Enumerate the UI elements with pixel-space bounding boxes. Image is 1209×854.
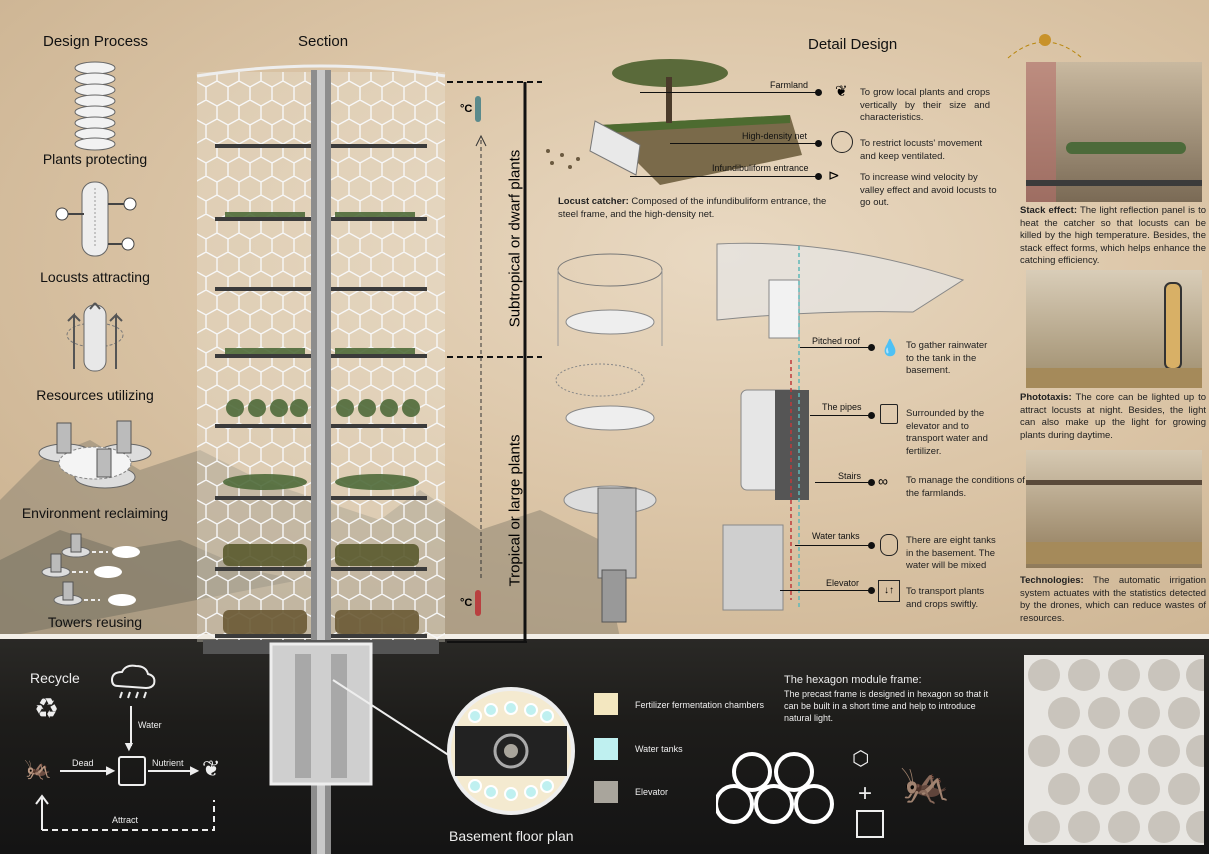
fertilizer-bag-icon — [118, 756, 146, 786]
legend-label: Elevator — [635, 787, 669, 797]
hexagon-frame-photo — [1024, 655, 1204, 845]
fertilizer-bag-icon — [880, 404, 898, 424]
callout-tag: Elevator — [826, 578, 860, 588]
callout-desc: There are eight tanks in the basement. T… — [906, 535, 996, 571]
callout-tag: Farmland — [770, 80, 809, 90]
attract-label: Attract — [112, 815, 139, 825]
section-heading: Section — [298, 33, 349, 50]
legend-label: Water tanks — [635, 744, 683, 754]
detail-design-heading: Detail Design — [808, 36, 898, 53]
stacked-cylinder-icon — [74, 61, 116, 151]
arrow-right-icon: ▶ — [106, 763, 116, 777]
hexagon-cluster-icon — [716, 752, 834, 824]
locust-icon: 🦗 — [24, 756, 52, 781]
hexagon-small-icon: ⬡ — [852, 748, 870, 770]
legend-swatch — [594, 738, 618, 760]
phototaxis-photo — [1026, 270, 1202, 388]
phototaxis-caption: Phototaxis: The core can be lighted up t… — [1020, 392, 1206, 441]
callout-desc: To increase wind velocity by valley effe… — [860, 172, 997, 208]
technologies-photo — [1026, 450, 1202, 568]
basement-plan-drawing — [332, 679, 575, 815]
legend-swatch — [594, 781, 618, 803]
callout-tag: High-density net — [742, 131, 808, 141]
dead-label: Dead — [72, 758, 94, 768]
core-exploded-drawing — [716, 242, 965, 611]
exploded-module-drawing — [555, 253, 663, 623]
hexagon-title: The hexagon module frame: — [784, 674, 922, 686]
ground-line — [0, 634, 1209, 639]
recycle-icon: ♻ — [34, 693, 60, 724]
basement-caption: Basement floor plan — [449, 828, 574, 844]
lower-zone-label: Tropical or large plants — [506, 434, 524, 587]
tower-section-drawing — [196, 64, 446, 854]
arrow-down-icon: ▼ — [122, 738, 136, 754]
callout-desc: To manage the conditions of the farmland… — [906, 475, 1025, 499]
water-label: Water — [138, 720, 162, 730]
dp-label: Locusts attracting — [40, 269, 150, 285]
plus-icon: + — [858, 780, 873, 807]
callout-desc: To restrict locusts' movement and keep v… — [860, 138, 983, 162]
elevator-icon: ↓↑ — [878, 580, 900, 602]
towers-on-plates-icon — [38, 420, 152, 489]
plant-icon: ❦ — [202, 756, 221, 781]
towers-reuse-icon — [41, 533, 140, 606]
dp-label: Environment reclaiming — [21, 505, 169, 521]
tank-stack-icon — [880, 534, 898, 556]
nutrient-label: Nutrient — [152, 758, 184, 768]
callout-tag: The pipes — [822, 402, 862, 412]
water-drop-icon: 💧 — [880, 340, 900, 357]
callout-tag: Pitched roof — [812, 336, 861, 346]
arrow-right-icon: ▶ — [190, 763, 200, 777]
locust-catcher-illustration — [546, 59, 802, 185]
callout-tag: Water tanks — [812, 531, 860, 541]
callout-desc: To transport plants and crops swiftly. — [906, 586, 985, 610]
design-process-heading: Design Process — [43, 33, 149, 50]
sprout-icon: ❦ — [835, 83, 848, 100]
cylinder-arrows-in-icon — [55, 181, 137, 257]
callout-desc: Surrounded by the elevator and to transp… — [906, 408, 988, 457]
technologies-caption: Technologies: The automatic irrigation s… — [1020, 575, 1206, 624]
upper-zone-label: Subtropical or dwarf plants — [506, 149, 524, 328]
legend-swatch — [594, 693, 618, 715]
zone-indicator — [447, 81, 542, 643]
binoculars-icon: ∞ — [878, 473, 888, 489]
recycle-title: Recycle — [30, 670, 80, 686]
hexagon-body: The precast frame is designed in hexagon… — [784, 689, 989, 723]
stack-effect-photo — [1026, 62, 1202, 202]
dp-label: Resources utilizing — [36, 387, 154, 403]
stack-effect-caption: Stack effect: The light reflection panel… — [1020, 205, 1206, 266]
locust-swarm-icon: 🦗 — [900, 762, 950, 806]
callout-tag: Infundibuliform entrance — [712, 163, 809, 173]
rain-cloud-icon — [110, 664, 156, 699]
thermometer-hot-icon: °C — [460, 590, 482, 616]
sun-icon — [1007, 34, 1083, 59]
dp-label: Towers reusing — [47, 614, 143, 630]
callout-tag: Stairs — [838, 471, 862, 481]
expand-icon — [856, 810, 884, 838]
funnel-icon: ⊳ — [828, 167, 840, 183]
legend-label: Fertilizer fermentation chambers — [635, 700, 765, 710]
callout-desc: To gather rainwater to the tank in the b… — [906, 340, 988, 376]
dp-label: Plants protecting — [42, 151, 148, 167]
thermometer-cool-icon: °C — [460, 96, 482, 122]
callout-desc: To grow local plants and crops verticall… — [860, 87, 990, 123]
locust-catcher-caption: Locust catcher: Composed of the infundib… — [558, 196, 827, 220]
attract-loop-arrow — [35, 794, 215, 831]
net-balloon-icon — [831, 131, 853, 153]
cylinder-arrows-up-icon — [66, 302, 124, 372]
